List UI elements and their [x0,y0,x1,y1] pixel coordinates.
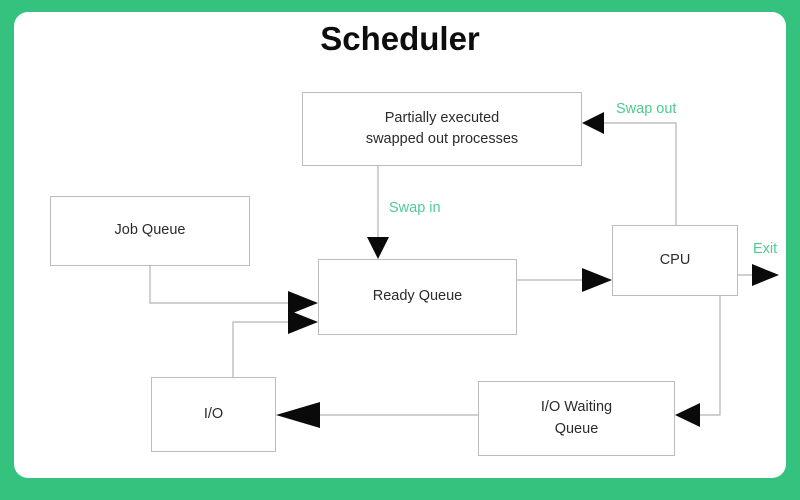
node-label: I/O Waiting Queue [540,399,613,437]
arrowhead-job-to-ready [288,291,318,315]
node-io-waiting-queue[interactable]: I/O Waiting Queue [478,381,675,456]
node-partially-executed-swapped-out-processes[interactable]: Partially executed swapped out processes [302,92,582,166]
wire-cpu-to-iowaiting [697,296,721,416]
wire-job-to-ready [149,266,296,304]
arrowhead-io-to-ready [288,310,318,334]
node-label: I/O [203,405,224,422]
node-label: Partially executed swapped out processes [365,109,519,147]
arrowhead-iowaiting-to-io [276,402,320,428]
node-job-queue[interactable]: Job Queue [50,196,250,266]
node-label: Job Queue [114,222,186,239]
edge-label-swap-in: Swap in [389,200,441,216]
wire-cpu-to-swapped [600,122,677,225]
arrowhead-cpu-to-swapped [582,112,604,134]
arrowhead-ready-to-cpu [582,268,612,292]
arrowhead-swapped-to-ready [367,237,389,259]
edge-label-swap-out: Swap out [616,101,677,117]
node-label: CPU [659,251,691,268]
node-cpu[interactable]: CPU [612,225,738,296]
edge-label-exit: Exit [753,241,778,257]
wire-io-to-ready [232,321,296,377]
arrowhead-cpu-to-exit [752,264,779,286]
node-ready-queue[interactable]: Ready Queue [318,259,517,335]
node-io[interactable]: I/O [151,377,276,452]
arrowhead-cpu-to-iowaiting [675,403,700,427]
node-label: Ready Queue [372,288,463,305]
page-title: Scheduler [320,20,480,57]
